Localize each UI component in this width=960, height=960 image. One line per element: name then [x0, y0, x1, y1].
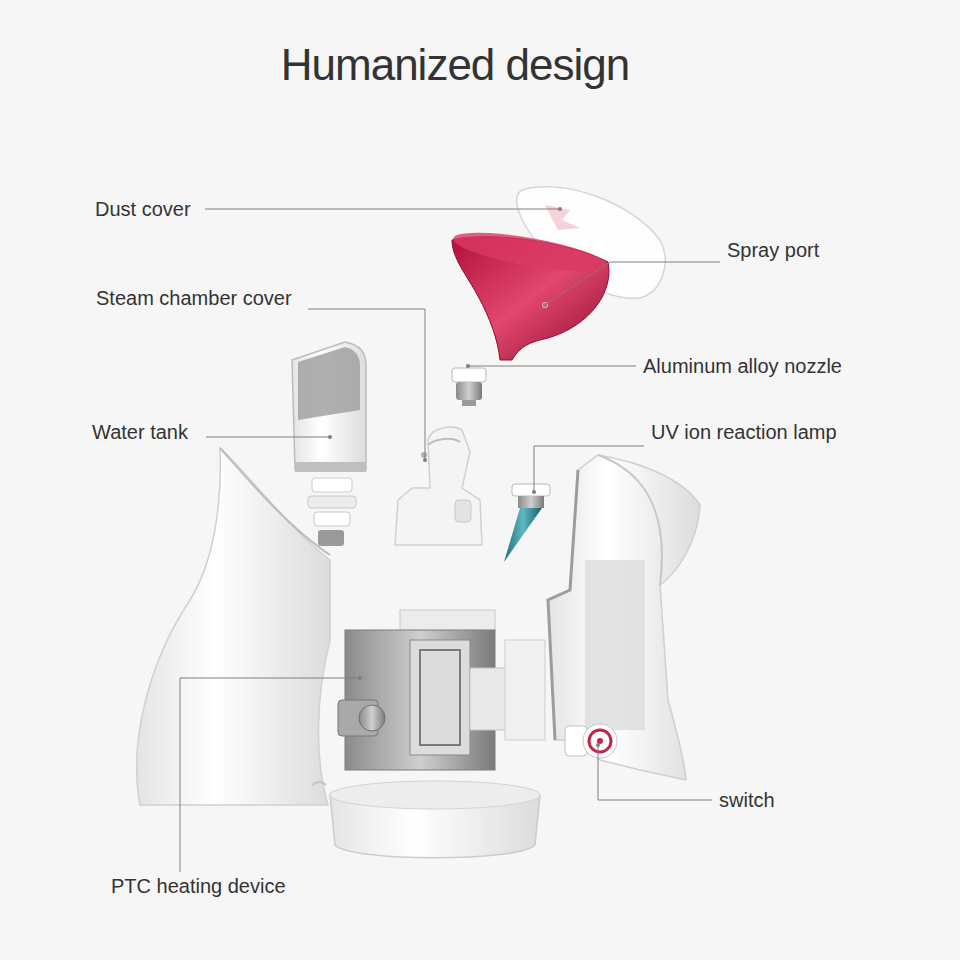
part-label: Spray port	[724, 238, 822, 262]
title: Humanized design	[281, 38, 629, 92]
part-label: Dust cover	[92, 197, 194, 221]
part-label: switch	[716, 788, 778, 812]
part-label: UV ion reaction lamp	[648, 420, 840, 444]
part-label: Steam chamber cover	[93, 286, 295, 310]
part-label: Aluminum alloy nozzle	[640, 354, 845, 378]
part-label: PTC heating device	[108, 874, 289, 898]
part-label: Water tank	[89, 420, 191, 444]
